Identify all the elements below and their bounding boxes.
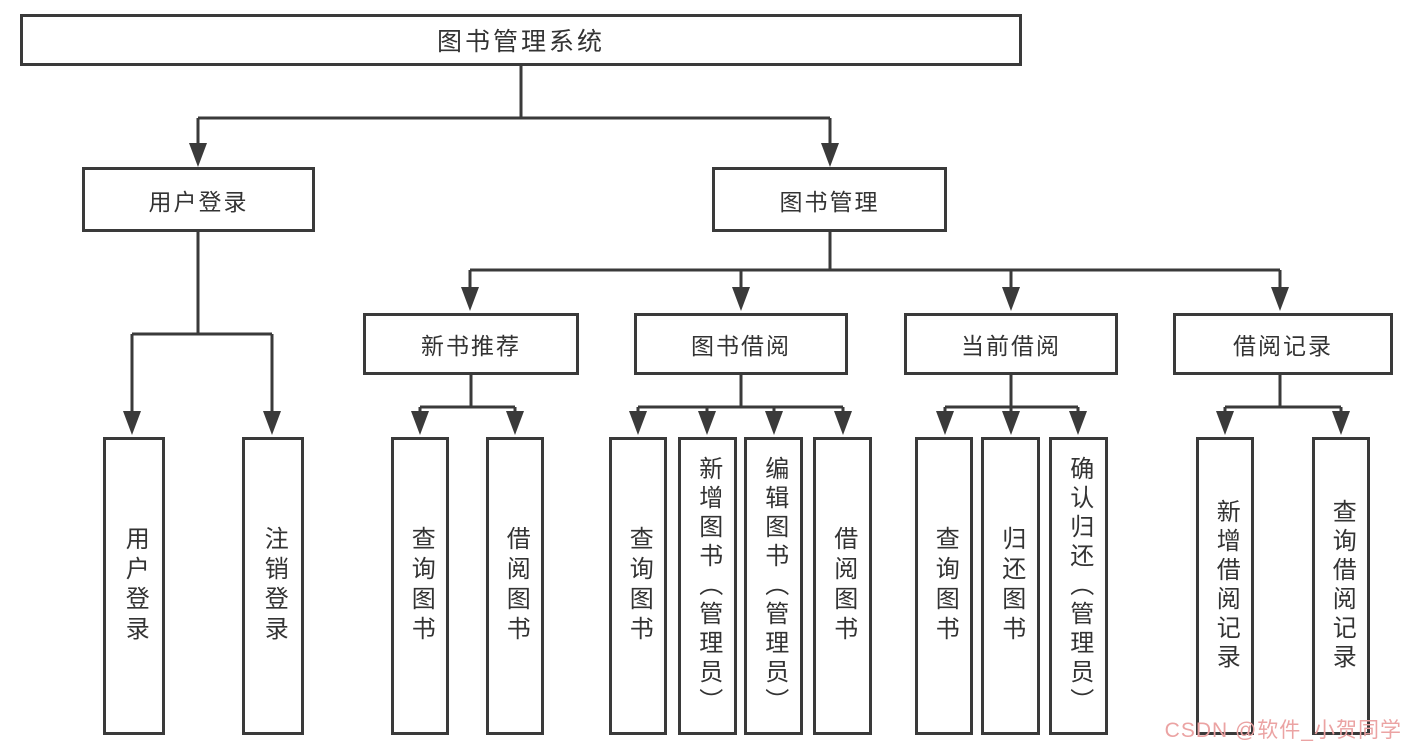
node-book-mgmt: 图书管理: [712, 167, 947, 232]
arrowhead: [1002, 411, 1020, 435]
arrowhead: [936, 411, 954, 435]
connector-user-login-to-children: [130, 232, 274, 418]
arrowhead: [698, 411, 716, 435]
leaf-borrow-query-book: 查询图书: [609, 437, 667, 735]
arrowhead: [765, 411, 783, 435]
arrowhead: [1332, 411, 1350, 435]
node-new-book-recommend-label: 新书推荐: [421, 333, 521, 359]
node-book-borrow: 图书借阅: [634, 313, 848, 375]
leaf-borrow-add-book-admin-label: 新增图书（管理员）: [694, 455, 722, 717]
node-book-mgmt-label: 图书管理: [779, 188, 880, 215]
arrowhead: [263, 411, 281, 435]
connector-book-borrow-to-children: [636, 375, 845, 420]
leaf-current-confirm-return-admin-label: 确认归还（管理员）: [1065, 455, 1093, 717]
node-root-label: 图书管理系统: [436, 28, 605, 56]
leaf-logout: 注销登录: [242, 437, 304, 735]
leaf-recommend-query-book-label: 查询图书: [407, 526, 435, 646]
arrowhead: [732, 287, 750, 311]
arrowhead: [123, 411, 141, 435]
csdn-watermark: CSDN @软件_小贺同学: [1164, 719, 1402, 742]
connector-root-to-level2: [196, 66, 832, 150]
arrowhead: [1069, 411, 1087, 435]
connector-new-book-to-children: [418, 375, 517, 420]
arrowhead: [629, 411, 647, 435]
leaf-borrow-query-book-label: 查询图书: [625, 526, 653, 646]
leaf-borrow-edit-book-admin: 编辑图书（管理员）: [744, 437, 803, 735]
connector-borrow-record-to-children: [1223, 375, 1343, 420]
leaf-record-add-record-label: 新增借阅记录: [1212, 499, 1240, 673]
leaf-current-query-book: 查询图书: [915, 437, 973, 735]
node-user-login-label: 用户登录: [148, 188, 249, 215]
node-book-borrow-label: 图书借阅: [691, 333, 791, 359]
node-borrow-record-label: 借阅记录: [1233, 333, 1333, 359]
leaf-current-return-book: 归还图书: [981, 437, 1040, 735]
leaf-recommend-borrow-book-label: 借阅图书: [502, 526, 530, 646]
arrowhead: [189, 143, 207, 167]
arrowhead: [411, 411, 429, 435]
arrowhead: [821, 143, 839, 167]
leaf-current-return-book-label: 归还图书: [997, 526, 1025, 646]
arrowhead: [506, 411, 524, 435]
node-root-system: 图书管理系统: [20, 14, 1022, 66]
leaf-borrow-borrow-book-label: 借阅图书: [829, 526, 857, 646]
leaf-current-query-book-label: 查询图书: [931, 526, 959, 646]
arrowhead: [461, 287, 479, 311]
leaf-record-add-record: 新增借阅记录: [1196, 437, 1254, 735]
leaf-recommend-borrow-book: 借阅图书: [486, 437, 544, 735]
leaf-recommend-query-book: 查询图书: [391, 437, 449, 735]
leaf-borrow-edit-book-admin-label: 编辑图书（管理员）: [760, 455, 788, 717]
leaf-record-query-record: 查询借阅记录: [1312, 437, 1370, 735]
node-current-borrow: 当前借阅: [904, 313, 1118, 375]
arrowhead: [1002, 287, 1020, 311]
node-user-login: 用户登录: [82, 167, 315, 232]
arrowhead: [1216, 411, 1234, 435]
node-current-borrow-label: 当前借阅: [961, 333, 1061, 359]
connector-book-mgmt-to-children: [468, 232, 1282, 294]
leaf-record-query-record-label: 查询借阅记录: [1328, 499, 1356, 673]
arrowhead: [1271, 287, 1289, 311]
leaf-borrow-add-book-admin: 新增图书（管理员）: [678, 437, 737, 735]
node-new-book-recommend: 新书推荐: [363, 313, 579, 375]
leaf-logout-label: 注销登录: [260, 526, 288, 646]
leaf-user-login-label: 用户登录: [121, 526, 149, 646]
leaf-current-confirm-return-admin: 确认归还（管理员）: [1049, 437, 1108, 735]
leaf-user-login: 用户登录: [103, 437, 165, 735]
arrowhead: [834, 411, 852, 435]
leaf-borrow-borrow-book: 借阅图书: [813, 437, 872, 735]
node-borrow-record: 借阅记录: [1173, 313, 1393, 375]
